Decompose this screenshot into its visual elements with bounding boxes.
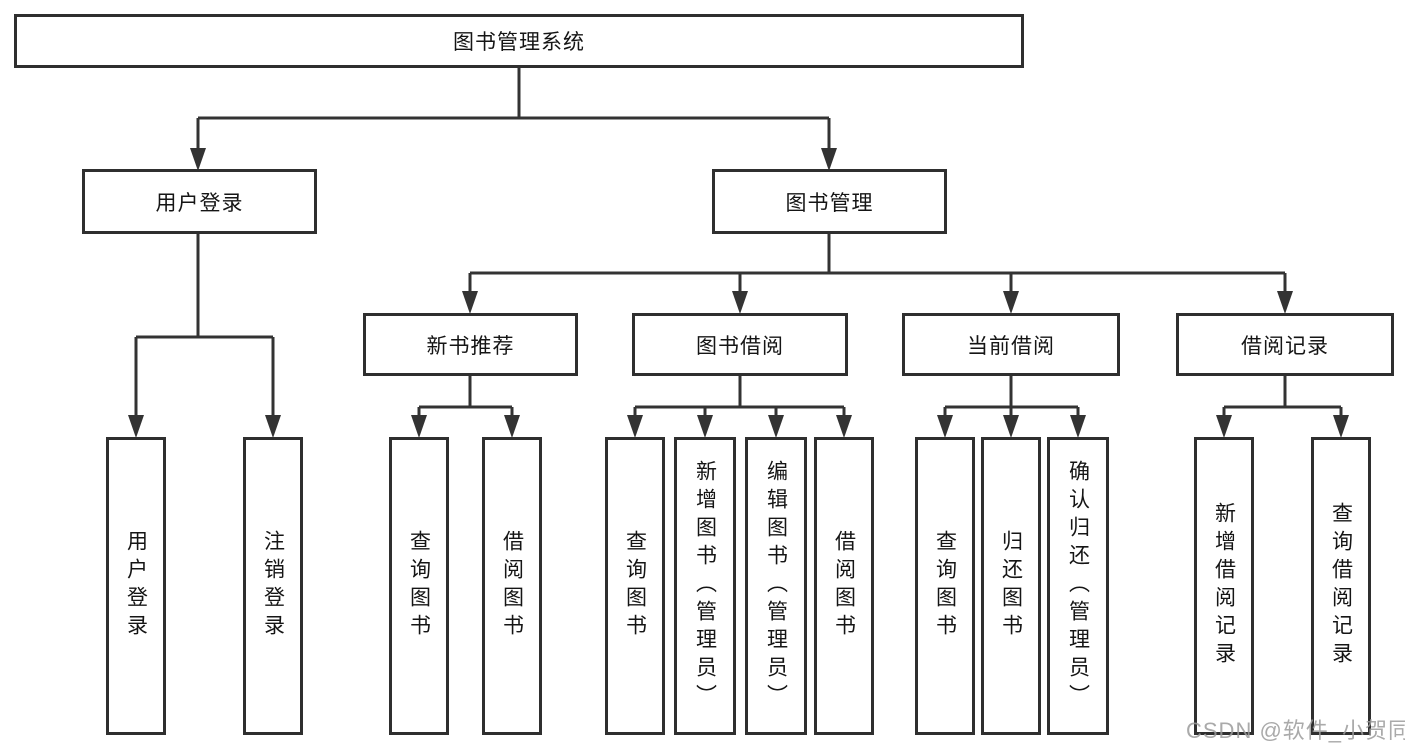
arrowhead [190,148,206,171]
node-new-book-recommend: 新书推荐 [363,313,578,376]
arrowhead [462,291,478,314]
leaf-logout: 注销登录 [243,437,303,735]
connector-book-management-to-level3 [468,234,1287,294]
arrowhead [1277,291,1293,314]
arrowhead [128,415,144,438]
node-borrow-record: 借阅记录 [1176,313,1394,376]
leaf-confirm-return-admin: 确认归还（管理员） [1047,437,1109,735]
leaf-query-books-borrow: 查询图书 [605,437,665,735]
arrowhead [836,415,852,438]
node-user-login: 用户登录 [82,169,317,234]
node-book-borrow: 图书借阅 [632,313,848,376]
connector-new-book-recommend-to-leaves [417,376,514,418]
leaf-return-book: 归还图书 [981,437,1041,735]
leaf-borrow-books-recommend: 借阅图书 [482,437,542,735]
arrowhead [1070,415,1086,438]
arrowhead [411,415,427,438]
node-book-management: 图书管理 [712,169,947,234]
leaf-add-borrow-record: 新增借阅记录 [1194,437,1254,735]
arrowhead [821,148,837,171]
arrowhead [627,415,643,438]
connector-book-borrow-to-leaves [633,376,846,418]
leaf-add-book-admin: 新增图书（管理员） [674,437,736,735]
csdn-watermark: CSDN @软件_小贺同学 [1186,718,1405,743]
arrowhead [937,415,953,438]
arrowhead [1333,415,1349,438]
arrowhead [768,415,784,438]
leaf-borrow-books: 借阅图书 [814,437,874,735]
connector-current-borrow-to-leaves [943,376,1080,418]
leaf-user-login: 用户登录 [106,437,166,735]
node-library-management-system: 图书管理系统 [14,14,1024,68]
arrowhead [697,415,713,438]
arrowhead [732,291,748,314]
connector-borrow-record-to-leaves [1222,376,1343,418]
connector-root-to-level2 [196,68,831,152]
arrowhead [504,415,520,438]
connector-user-login-to-leaves [134,234,275,418]
leaf-query-books-recommend: 查询图书 [389,437,449,735]
arrowhead [265,415,281,438]
leaf-query-borrow-record: 查询借阅记录 [1311,437,1371,735]
leaf-edit-book-admin: 编辑图书（管理员） [745,437,807,735]
node-current-borrow: 当前借阅 [902,313,1120,376]
arrowhead [1003,415,1019,438]
leaf-query-books-current: 查询图书 [915,437,975,735]
arrowhead [1216,415,1232,438]
arrowhead [1003,291,1019,314]
